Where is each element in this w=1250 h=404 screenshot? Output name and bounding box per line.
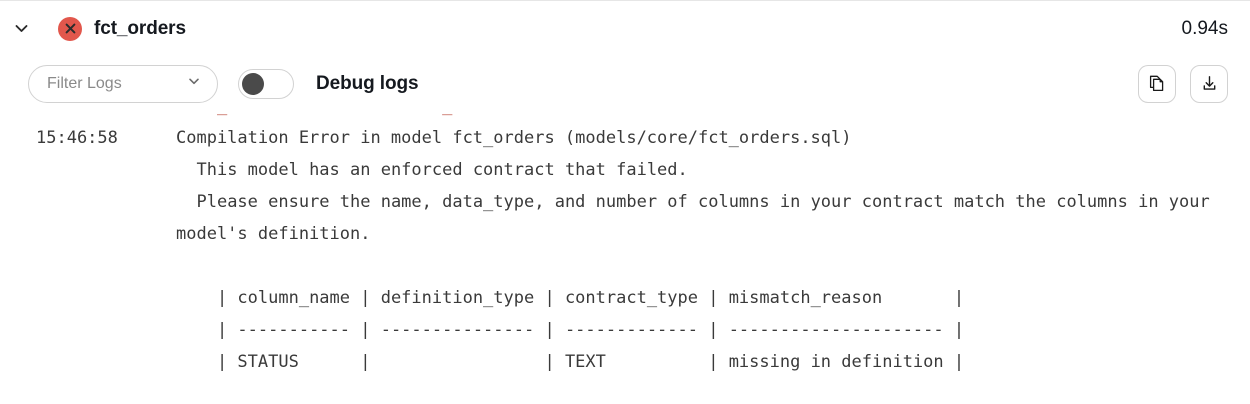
log-output-scroll-region[interactable]: _ _ . 15:46:58 Compilation Error in mode…: [0, 111, 1250, 404]
download-logs-button[interactable]: [1190, 64, 1228, 103]
debug-logs-toggle[interactable]: [238, 68, 294, 99]
copy-logs-button[interactable]: [1138, 64, 1176, 103]
log-message-line: | STATUS | | TEXT | missing in definitio…: [176, 352, 965, 372]
log-line-clipped: _ _ .: [36, 111, 1250, 122]
log-message-clipped: _ _ .: [176, 111, 1250, 122]
collapse-toggle-button[interactable]: [6, 14, 36, 44]
log-entry-row: This model has an enforced contract that…: [36, 154, 1250, 186]
log-entry-row: Please ensure the name, data_type, and n…: [36, 186, 1250, 250]
toggle-knob: [242, 72, 264, 95]
log-message-line: | ----------- | --------------- | ------…: [176, 320, 965, 340]
filter-logs-label: Filter Logs: [47, 74, 122, 92]
filter-logs-select[interactable]: Filter Logs: [28, 64, 218, 103]
log-toolbar: Filter Logs Debug logs: [0, 56, 1250, 111]
log-output: _ _ . 15:46:58 Compilation Error in mode…: [0, 111, 1250, 378]
download-icon: [1200, 74, 1219, 93]
log-panel-header: fct_orders 0.94s: [0, 1, 1250, 56]
log-message-line: Compilation Error in model fct_orders (m…: [176, 128, 852, 148]
copy-icon: [1148, 74, 1167, 93]
log-timestamp: 15:46:58: [36, 128, 118, 148]
log-message-line: | column_name | definition_type | contra…: [176, 288, 965, 308]
debug-logs-label: Debug logs: [316, 72, 419, 94]
log-table-header-row: | column_name | definition_type | contra…: [36, 282, 1250, 314]
log-table-data-row: | STATUS | | TEXT | missing in definitio…: [36, 346, 1250, 378]
error-status-icon: [58, 16, 82, 41]
chevron-down-icon: [13, 20, 30, 37]
log-table-separator-row: | ----------- | --------------- | ------…: [36, 314, 1250, 346]
chevron-down-icon: [187, 74, 201, 93]
log-message-line: Please ensure the name, data_type, and n…: [176, 192, 1220, 244]
run-duration: 0.94s: [1181, 17, 1228, 39]
log-message-line: This model has an enforced contract that…: [176, 160, 688, 180]
page-title: fct_orders: [94, 17, 186, 39]
log-entry-row: 15:46:58 Compilation Error in model fct_…: [36, 122, 1250, 154]
log-blank-line: [36, 250, 1250, 282]
